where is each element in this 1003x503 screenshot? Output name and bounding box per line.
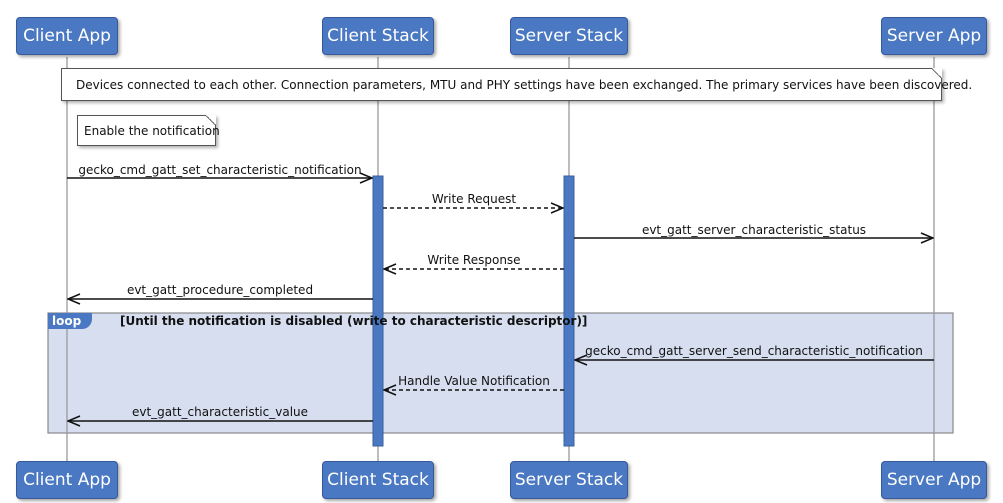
loop-region — [47, 312, 954, 434]
activation-client-stack — [372, 175, 384, 447]
note-connected-text: Devices connected to each other. Connect… — [76, 77, 973, 92]
participant-server-stack-top: Server Stack — [510, 17, 628, 55]
label-set-notification: gecko_cmd_gatt_set_characteristic_notifi… — [78, 163, 362, 177]
participant-server-app-bottom: Server App — [881, 461, 987, 499]
participant-server-app-top: Server App — [881, 17, 987, 55]
note-enable: Enable the notification — [77, 115, 220, 146]
participant-client-app-bottom: Client App — [16, 461, 118, 499]
activation-server-stack — [563, 175, 575, 447]
participant-server-stack-bottom: Server Stack — [510, 461, 628, 499]
label-send-notification: gecko_cmd_gatt_server_send_characteristi… — [585, 344, 923, 358]
label-handle-value-notification: Handle Value Notification — [398, 374, 550, 388]
loop-tag: loop — [48, 313, 92, 329]
label-characteristic-value: evt_gatt_characteristic_value — [131, 405, 309, 419]
note-connected: Devices connected to each other. Connect… — [61, 68, 972, 101]
participant-client-app-top: Client App — [16, 17, 118, 55]
label-server-char-status: evt_gatt_server_characteristic_status — [641, 223, 867, 237]
label-procedure-completed: evt_gatt_procedure_completed — [126, 283, 314, 297]
label-write-request: Write Request — [431, 192, 517, 206]
note-enable-text: Enable the notification — [84, 123, 220, 138]
label-write-response: Write Response — [427, 253, 521, 267]
participant-client-stack-bottom: Client Stack — [322, 461, 434, 499]
participant-client-stack-top: Client Stack — [322, 17, 434, 55]
loop-condition: [Until the notification is disabled (wri… — [120, 314, 588, 328]
